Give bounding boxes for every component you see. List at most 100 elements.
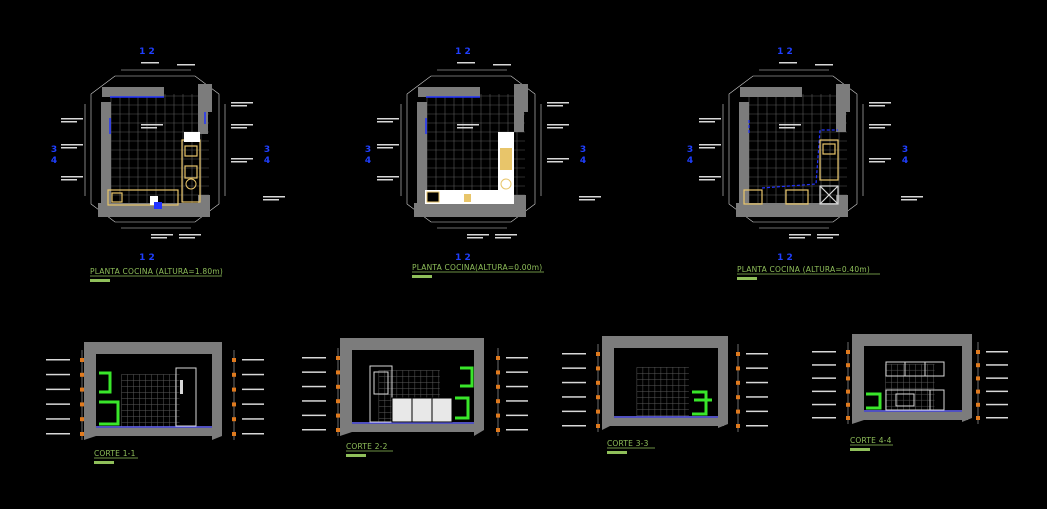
annotation-mark xyxy=(242,433,264,435)
level-marker xyxy=(846,363,850,368)
annotation-mark xyxy=(231,124,253,126)
annotation-mark xyxy=(869,102,891,104)
plan-2-axis-left-bottom: 4 xyxy=(365,156,371,166)
annotation-mark xyxy=(141,62,159,64)
level-marker xyxy=(336,413,340,418)
annotation-mark xyxy=(302,414,326,417)
section-2-fixtures xyxy=(369,365,474,423)
level-marker xyxy=(976,363,980,368)
annotation-mark xyxy=(579,199,595,201)
annotation-mark xyxy=(547,105,563,107)
dimension-octagon xyxy=(90,75,220,223)
plan-3-axis-bottom: 1 2 xyxy=(777,253,793,263)
level-marker xyxy=(232,402,236,407)
annotation-mark xyxy=(141,127,157,129)
section-3-fixtures xyxy=(692,390,712,416)
level-marker xyxy=(736,409,740,414)
dimension-octagon xyxy=(728,75,858,223)
section-3-title: CORTE 3-3 xyxy=(607,439,649,448)
plan-3-axis-top: 1 2 xyxy=(777,47,793,57)
annotation-mark xyxy=(242,418,264,420)
annotation-mark xyxy=(179,234,201,236)
plan-2-title: PLANTA COCINA(ALTURA=0.00m) xyxy=(412,263,542,272)
plan-1-axis-right-top: 3 xyxy=(264,145,270,155)
section-2-walls xyxy=(340,338,484,436)
annotation-mark xyxy=(46,403,70,405)
annotation-mark xyxy=(242,373,264,376)
annotation-mark xyxy=(377,147,393,149)
annotation-mark xyxy=(231,161,247,163)
level-marker xyxy=(496,413,500,418)
annotation-mark xyxy=(493,64,511,66)
level-marker xyxy=(80,358,84,362)
plan-2-cabinets xyxy=(425,132,514,204)
annotation-mark xyxy=(547,127,563,129)
annotation-mark xyxy=(377,176,399,178)
annotation-mark xyxy=(815,64,833,66)
annotation-mark xyxy=(457,62,475,64)
level-marker xyxy=(596,352,600,356)
plan-1-blue-lines xyxy=(109,96,206,134)
plan-1-dimension-frame xyxy=(61,62,285,239)
annotation-mark xyxy=(812,390,836,393)
section-3-wall-grid xyxy=(636,367,689,417)
plan-2-axis-right-top: 3 xyxy=(580,145,586,155)
annotation-mark xyxy=(746,367,768,369)
plan-3-axis-left-top: 3 xyxy=(687,145,693,155)
annotation-mark xyxy=(699,147,715,149)
annotation-mark xyxy=(779,124,801,126)
annotation-mark xyxy=(506,371,528,373)
section-2-level-marks xyxy=(302,348,528,436)
level-marker xyxy=(976,389,980,394)
section-1-fixtures xyxy=(99,367,197,427)
annotation-mark xyxy=(302,400,326,402)
annotation-mark xyxy=(699,121,715,123)
annotation-mark xyxy=(562,425,586,427)
annotation-mark xyxy=(151,237,167,239)
plan-2-axis-right-bottom: 4 xyxy=(580,156,586,166)
annotation-mark xyxy=(986,351,1008,353)
annotation-mark xyxy=(457,124,479,126)
level-marker xyxy=(976,402,980,407)
level-marker xyxy=(736,366,740,371)
plan-2-axis-top: 1 2 xyxy=(455,47,471,57)
level-marker xyxy=(736,380,740,385)
section-4-walls xyxy=(852,334,972,424)
section-1-level-marks xyxy=(46,350,264,440)
annotation-mark xyxy=(242,403,264,405)
plan-2-axis-bottom: 1 2 xyxy=(455,253,471,263)
annotation-mark xyxy=(231,158,253,160)
annotation-mark xyxy=(177,64,195,66)
plan-1-axis-top: 1 2 xyxy=(139,47,155,57)
annotation-mark xyxy=(46,373,70,376)
annotation-mark xyxy=(562,410,586,413)
plan-2-blue-lines xyxy=(425,96,480,134)
annotation-mark xyxy=(242,359,264,361)
level-marker xyxy=(336,384,340,389)
section-1-title: CORTE 1-1 xyxy=(94,449,136,458)
level-marker xyxy=(336,356,340,360)
plan-1-axis-left-bottom: 4 xyxy=(51,156,57,166)
annotation-mark xyxy=(789,234,811,236)
level-marker xyxy=(80,417,84,422)
annotation-mark xyxy=(506,400,528,402)
plan-1-title: PLANTA COCINA (ALTURA=1.80m) xyxy=(90,267,223,276)
level-marker xyxy=(596,366,600,371)
annotation-mark xyxy=(812,351,836,353)
annotation-mark xyxy=(302,385,326,388)
annotation-mark xyxy=(302,429,326,431)
plan-1-axis-left-top: 3 xyxy=(51,145,57,155)
annotation-mark xyxy=(242,388,264,391)
annotation-mark xyxy=(986,417,1008,419)
annotation-mark xyxy=(579,196,601,198)
annotation-mark xyxy=(302,371,326,373)
annotation-mark xyxy=(151,234,173,236)
level-marker xyxy=(596,395,600,400)
level-marker xyxy=(80,402,84,407)
annotation-mark xyxy=(869,158,891,160)
annotation-mark xyxy=(746,353,768,355)
annotation-mark xyxy=(986,390,1008,393)
plan-2-walls xyxy=(414,84,528,217)
annotation-mark xyxy=(746,410,768,413)
